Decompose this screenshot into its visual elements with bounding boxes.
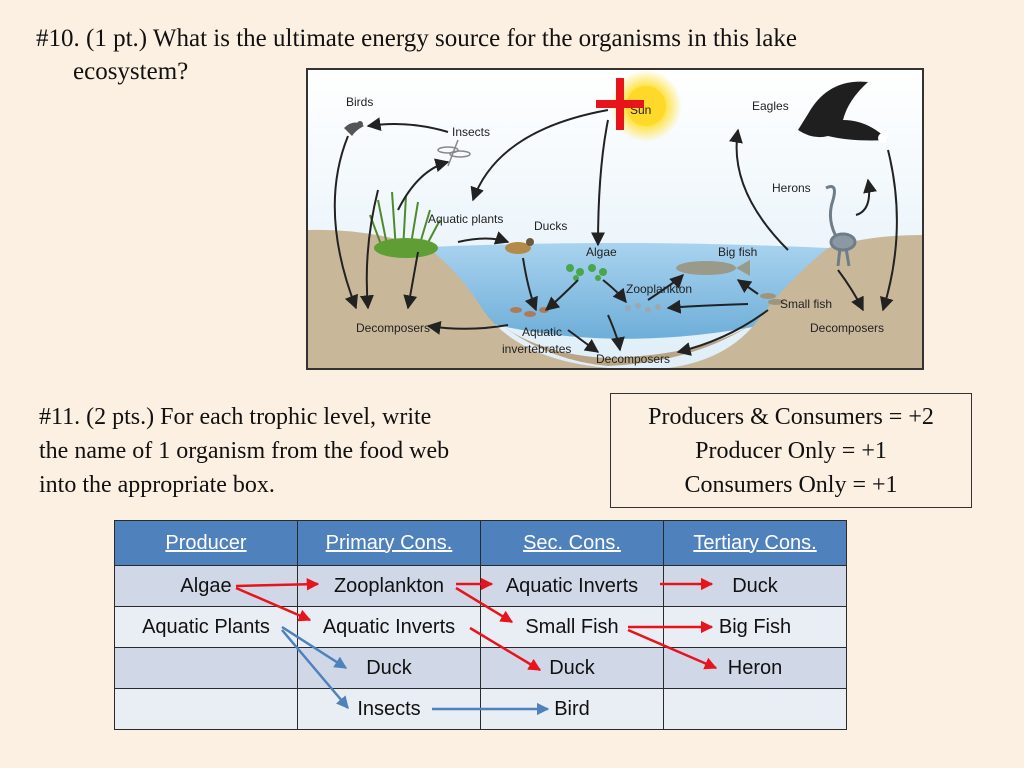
table-cell[interactable]: Big Fish xyxy=(663,606,847,648)
label-aquatic-invertebrates-1: Aquatic xyxy=(522,325,562,339)
table-cell[interactable]: Bird xyxy=(480,688,664,730)
table-cell[interactable]: Algae xyxy=(114,565,298,607)
question-11: #11. (2 pts.) For each trophic level, wr… xyxy=(39,400,559,502)
duck-icon xyxy=(505,238,534,254)
question-10-line1: #10. (1 pt.) What is the ultimate energy… xyxy=(36,25,797,52)
table-cell[interactable] xyxy=(114,647,298,689)
table-cell[interactable] xyxy=(114,688,298,730)
label-algae: Algae xyxy=(586,245,617,259)
table-cell[interactable]: Duck xyxy=(480,647,664,689)
label-decomposers-center: Decomposers xyxy=(596,352,670,366)
lake-food-web-diagram: Birds Insects Sun Eagles Herons Aquatic … xyxy=(306,68,924,370)
table-cell[interactable] xyxy=(663,688,847,730)
label-insects: Insects xyxy=(452,125,490,139)
header-primary-consumer: Primary Cons. xyxy=(297,520,481,566)
table-cell[interactable]: Insects xyxy=(297,688,481,730)
header-tertiary-consumer: Tertiary Cons. xyxy=(663,520,847,566)
label-decomposers-left: Decomposers xyxy=(356,321,430,335)
food-web-arrows xyxy=(333,109,898,356)
trophic-level-table: Producer Primary Cons. Sec. Cons. Tertia… xyxy=(114,520,847,730)
scoring-line1: Producers & Consumers = +2 xyxy=(648,404,934,430)
table-cell[interactable]: Aquatic Inverts xyxy=(297,606,481,648)
table-row: Algae Zooplankton Aquatic Inverts Duck xyxy=(114,565,847,607)
question-10: #10. (1 pt.) What is the ultimate energy… xyxy=(36,22,936,88)
scoring-box: Producers & Consumers = +2 Producer Only… xyxy=(610,393,972,508)
big-fish-icon xyxy=(676,260,750,276)
label-aquatic-invertebrates-2: invertebrates xyxy=(502,342,571,356)
table-cell[interactable]: Zooplankton xyxy=(297,565,481,607)
eagle-icon xyxy=(798,81,888,143)
question-10-line2: ecosystem? xyxy=(73,58,189,85)
heron-icon xyxy=(825,185,857,267)
scoring-line3: Consumers Only = +1 xyxy=(684,472,898,498)
label-small-fish: Small fish xyxy=(780,297,832,311)
question-11-line3: into the appropriate box. xyxy=(39,472,275,498)
label-birds: Birds xyxy=(346,95,373,109)
shore-left xyxy=(308,229,608,368)
small-fish-icon xyxy=(760,293,784,305)
label-zooplankton: Zooplankton xyxy=(626,282,692,296)
label-eagles: Eagles xyxy=(752,99,789,113)
food-web-illustration: Birds Insects Sun Eagles Herons Aquatic … xyxy=(308,70,922,368)
label-big-fish: Big fish xyxy=(718,245,757,259)
shore-right xyxy=(668,235,922,368)
table-cell[interactable]: Small Fish xyxy=(480,606,664,648)
insect-icon xyxy=(437,139,471,167)
sun-core xyxy=(626,86,666,126)
table-cell[interactable]: Aquatic Inverts xyxy=(480,565,664,607)
table-row: Insects Bird xyxy=(114,688,847,730)
red-plus-mark xyxy=(596,78,644,130)
zooplankton-icon xyxy=(625,303,661,313)
label-herons: Herons xyxy=(772,181,811,195)
table-cell[interactable]: Aquatic Plants xyxy=(114,606,298,648)
label-ducks: Ducks xyxy=(534,219,567,233)
plant-base xyxy=(374,238,438,258)
header-secondary-consumer: Sec. Cons. xyxy=(480,520,664,566)
table-cell[interactable]: Duck xyxy=(297,647,481,689)
question-11-line2: the name of 1 organism from the food web xyxy=(39,438,450,464)
label-decomposers-right: Decomposers xyxy=(810,321,884,335)
header-producer: Producer xyxy=(114,520,298,566)
scoring-line2: Producer Only = +1 xyxy=(695,438,887,464)
table-row: Duck Duck Heron xyxy=(114,647,847,689)
table-row: Aquatic Plants Aquatic Inverts Small Fis… xyxy=(114,606,847,648)
table-cell[interactable]: Duck xyxy=(663,565,847,607)
bird-icon xyxy=(344,121,364,136)
table-header-row: Producer Primary Cons. Sec. Cons. Tertia… xyxy=(114,520,847,566)
table-cell[interactable]: Heron xyxy=(663,647,847,689)
label-aquatic-plants: Aquatic plants xyxy=(428,212,503,226)
question-11-line1: #11. (2 pts.) For each trophic level, wr… xyxy=(39,404,432,430)
